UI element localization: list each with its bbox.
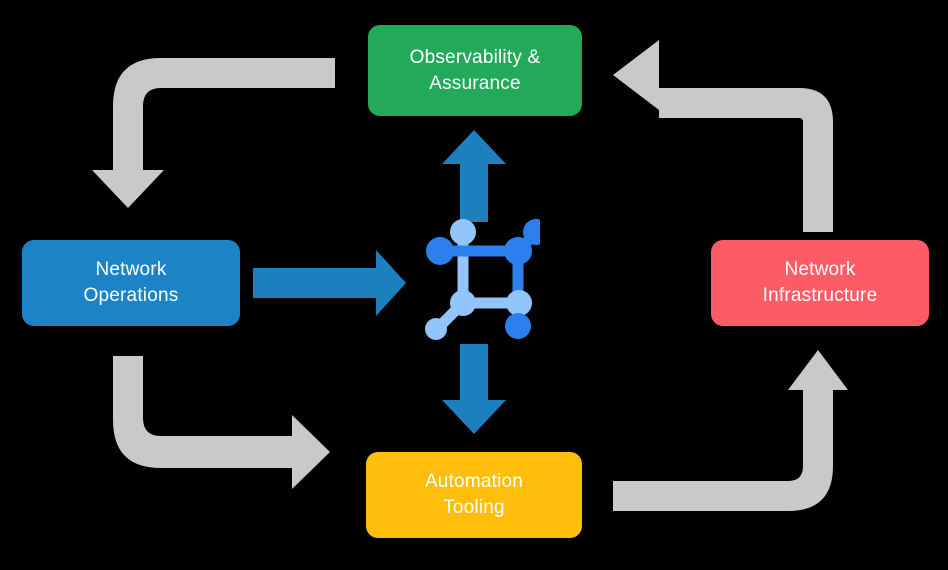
arrow-infrastructure-to-observability xyxy=(613,40,833,232)
box-network-infrastructure[interactable]: Network Infrastructure xyxy=(711,240,929,326)
arrow-center-to-observability xyxy=(442,130,506,222)
arrow-observability-to-operations xyxy=(92,58,335,208)
topology-nodes-light xyxy=(425,219,532,340)
box-automation-tooling[interactable]: Automation Tooling xyxy=(366,452,582,538)
box-observability-assurance[interactable]: Observability & Assurance xyxy=(368,25,582,116)
arrow-center-to-automation xyxy=(442,344,506,434)
arrow-operations-to-automation xyxy=(113,356,330,489)
topology-nodes-dark xyxy=(426,219,540,339)
arrow-automation-to-infrastructure xyxy=(613,350,848,511)
arrow-operations-to-center xyxy=(253,250,406,316)
box-network-operations[interactable]: Network Operations xyxy=(22,240,240,326)
network-topology-icon xyxy=(425,219,540,340)
